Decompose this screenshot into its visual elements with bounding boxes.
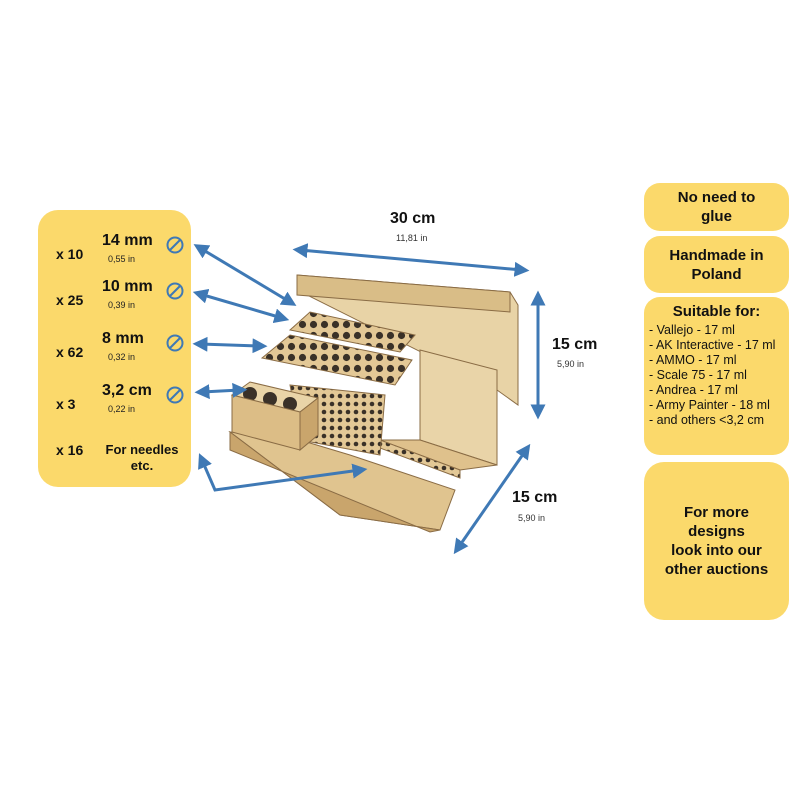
list-item: - and others <3,2 cm <box>649 413 764 427</box>
hole-size-inch: 0,55 in <box>108 254 136 264</box>
list-item: - AK Interactive - 17 ml <box>649 338 776 352</box>
no-glue-badge: No need to glue <box>644 183 789 231</box>
list-item: - Scale 75 - 17 ml <box>649 368 747 382</box>
hole-quantity: x 10 <box>56 246 84 262</box>
hole-row: x 62 8 mm 0,32 in <box>38 330 191 370</box>
depth-inch-label: 5,90 in <box>518 513 546 523</box>
hole-quantity: x 62 <box>56 344 84 360</box>
list-item: - AMMO - 17 ml <box>649 353 737 367</box>
suitable-list: - Vallejo - 17 ml - AK Interactive - 17 … <box>649 323 775 428</box>
hole-row: x 10 14 mm 0,55 in <box>38 232 191 272</box>
list-item: - Andrea - 17 ml <box>649 383 738 397</box>
needles-quantity: x 16 <box>56 442 84 458</box>
more-designs-panel: For more designs look into our other auc… <box>644 462 789 620</box>
depth-label: 15 cm <box>512 489 558 506</box>
hole-size-inch: 0,39 in <box>108 300 136 310</box>
height-inch-label: 5,90 in <box>557 359 585 369</box>
handmade-badge: Handmade in Poland <box>644 236 789 293</box>
hole-quantity: x 25 <box>56 292 84 308</box>
diameter-icon <box>166 236 184 254</box>
list-item: - Army Painter - 18 ml <box>649 398 770 412</box>
list-item: - Vallejo - 17 ml <box>649 323 735 337</box>
pointer-arrow-needles <box>198 453 368 492</box>
hole-size: 10 mm <box>102 278 153 295</box>
suitable-for-panel: Suitable for: - Vallejo - 17 ml - AK Int… <box>644 297 789 455</box>
pointer-arrows <box>192 244 368 492</box>
hole-size: 3,2 cm <box>102 382 152 399</box>
hole-row: x 25 10 mm 0,39 in <box>38 278 191 318</box>
diameter-icon <box>166 334 184 352</box>
diameter-icon <box>166 282 184 300</box>
width-label: 30 cm <box>390 210 436 227</box>
hole-size: 14 mm <box>102 232 153 249</box>
dimension-arrows <box>292 243 546 555</box>
depth-arrow <box>453 443 531 555</box>
hole-quantity: x 3 <box>56 396 76 412</box>
hole-size-inch: 0,22 in <box>108 404 136 414</box>
suitable-title: Suitable for: <box>672 303 761 320</box>
hole-size-inch: 0,32 in <box>108 352 136 362</box>
width-arrow <box>292 243 530 277</box>
paint-organizer <box>228 274 519 533</box>
pointer-arrow-10mm <box>192 288 290 324</box>
hole-size: 8 mm <box>102 330 144 347</box>
pointer-arrow-32cm <box>194 382 248 400</box>
width-inch-label: 11,81 in <box>396 233 428 243</box>
needles-label: For needles etc. <box>105 442 179 473</box>
diameter-icon <box>166 386 184 404</box>
hole-sizes-panel: x 10 14 mm 0,55 in x 25 10 mm 0,39 in x … <box>38 210 191 487</box>
hole-row: x 3 3,2 cm 0,22 in <box>38 382 191 422</box>
needles-row: x 16 For needles etc. <box>38 436 191 476</box>
pointer-arrow-14mm <box>193 244 297 306</box>
height-label: 15 cm <box>552 336 598 353</box>
pointer-arrow-8mm <box>192 336 268 354</box>
